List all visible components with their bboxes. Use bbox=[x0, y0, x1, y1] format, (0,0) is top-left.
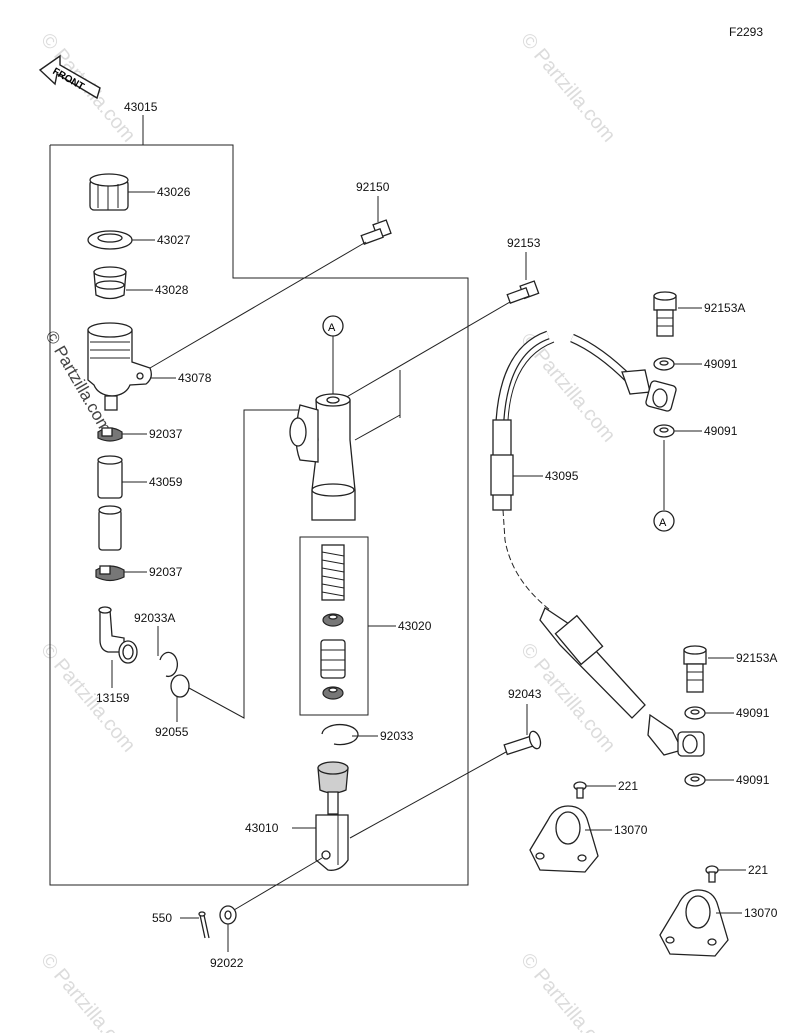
watermark-6: © Partzilla.com bbox=[516, 949, 619, 1033]
callout-92043: 92043 bbox=[508, 687, 542, 701]
hose-clamp-lower bbox=[95, 565, 125, 582]
ref-A-upper: A bbox=[328, 322, 336, 334]
reservoir-cap bbox=[89, 173, 129, 211]
piston bbox=[320, 639, 346, 679]
figure-id: F2293 bbox=[729, 25, 763, 39]
gasket-1 bbox=[653, 357, 675, 371]
callout-92153: 92153 bbox=[507, 236, 541, 250]
callout-43010: 43010 bbox=[245, 821, 279, 835]
callout-13159: 13159 bbox=[96, 691, 130, 705]
callout-92037-upper: 92037 bbox=[149, 427, 183, 441]
clevis-pin bbox=[503, 730, 542, 756]
assembly-frame bbox=[49, 115, 469, 886]
hose-guide-1 bbox=[529, 805, 599, 873]
callout-92033: 92033 bbox=[380, 729, 414, 743]
circlip-large bbox=[321, 723, 359, 746]
banjo-bolt-upper bbox=[653, 291, 677, 337]
piston-kit bbox=[299, 536, 369, 716]
callout-49091-3: 49091 bbox=[736, 706, 770, 720]
cap-plate bbox=[87, 230, 133, 250]
callout-49091-4: 49091 bbox=[736, 773, 770, 787]
primary-cup bbox=[322, 613, 344, 627]
callout-43026: 43026 bbox=[157, 185, 191, 199]
callout-92150: 92150 bbox=[356, 180, 390, 194]
callout-43015: 43015 bbox=[124, 100, 158, 114]
callout-43078: 43078 bbox=[178, 371, 212, 385]
callout-13070-2: 13070 bbox=[744, 906, 778, 920]
callout-43095: 43095 bbox=[545, 469, 579, 483]
screw-1 bbox=[573, 781, 587, 799]
callout-13070-1: 13070 bbox=[614, 823, 648, 837]
master-cylinder-body: A bbox=[289, 315, 401, 521]
washer-pin bbox=[219, 905, 237, 925]
callout-221-2: 221 bbox=[748, 863, 768, 877]
secondary-cup bbox=[322, 686, 344, 700]
callout-92033A: 92033A bbox=[134, 611, 175, 625]
callout-221-1: 221 bbox=[618, 779, 638, 793]
circlip-small bbox=[159, 651, 179, 678]
reservoir-bolt bbox=[360, 219, 392, 245]
diaphragm bbox=[93, 266, 127, 300]
callout-43059: 43059 bbox=[149, 475, 183, 489]
o-ring bbox=[170, 674, 190, 698]
callout-92037-lower: 92037 bbox=[149, 565, 183, 579]
callout-92022: 92022 bbox=[210, 956, 244, 970]
callout-550: 550 bbox=[152, 911, 172, 925]
elbow-joint bbox=[98, 606, 138, 664]
callout-43020: 43020 bbox=[398, 619, 432, 633]
callout-43028: 43028 bbox=[155, 283, 189, 297]
callout-49091-2: 49091 bbox=[704, 424, 738, 438]
reservoir-body bbox=[87, 322, 152, 411]
brake-hose bbox=[490, 330, 705, 757]
hose-clamp-upper bbox=[97, 427, 123, 442]
hose-guide-2 bbox=[659, 889, 729, 957]
watermark-2: © Partzilla.com bbox=[516, 29, 619, 146]
reservoir-hose bbox=[97, 455, 123, 551]
callout-92153A-upper: 92153A bbox=[704, 301, 745, 315]
callout-92055: 92055 bbox=[155, 725, 189, 739]
cotter-pin bbox=[198, 911, 210, 939]
banjo-bolt-master bbox=[506, 280, 540, 304]
callout-92153A-lower: 92153A bbox=[736, 651, 777, 665]
gasket-2 bbox=[653, 424, 675, 438]
callout-49091-1: 49091 bbox=[704, 357, 738, 371]
gasket-3 bbox=[684, 706, 706, 720]
watermark-5: © Partzilla.com bbox=[36, 949, 139, 1033]
push-rod bbox=[315, 761, 349, 871]
screw-2 bbox=[705, 865, 719, 883]
callout-43027: 43027 bbox=[157, 233, 191, 247]
gasket-4 bbox=[684, 773, 706, 787]
spring bbox=[321, 544, 345, 601]
ref-A-lower: A bbox=[659, 517, 667, 529]
banjo-bolt-lower bbox=[683, 645, 707, 693]
